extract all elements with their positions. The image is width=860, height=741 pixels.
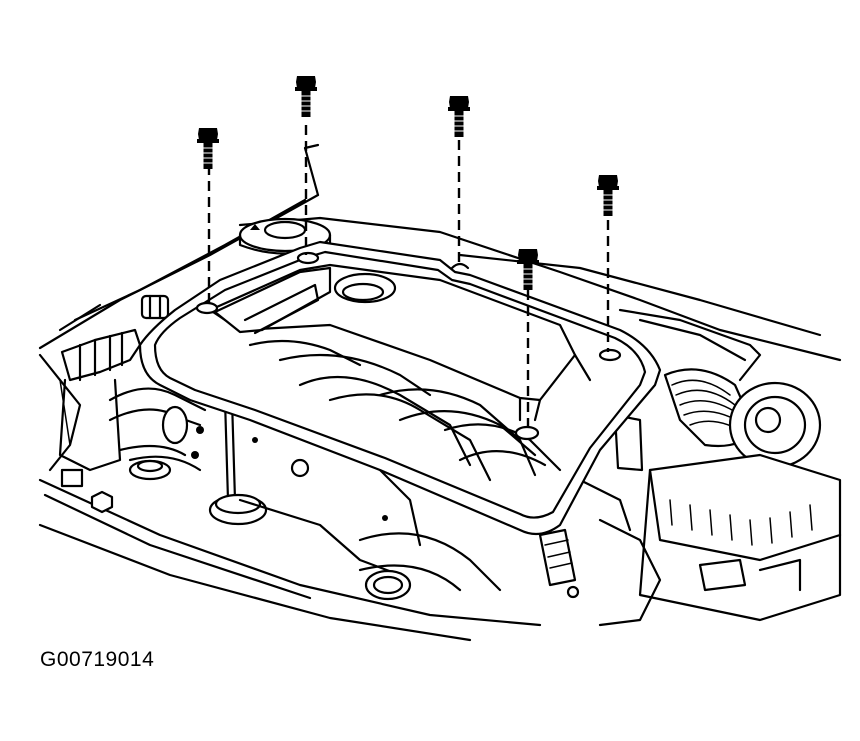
right-engine-components [538, 308, 842, 627]
bolt-icon [196, 127, 220, 170]
engine-cover [138, 240, 662, 536]
figure-caption-code: G00719014 [40, 648, 155, 671]
bolt-icon [516, 248, 540, 291]
left-engine-components [58, 217, 502, 601]
bolt-icon [447, 95, 471, 138]
bolt-icon [596, 174, 620, 217]
bolt-guide-lines [207, 125, 610, 430]
bolt-icon [294, 75, 318, 118]
